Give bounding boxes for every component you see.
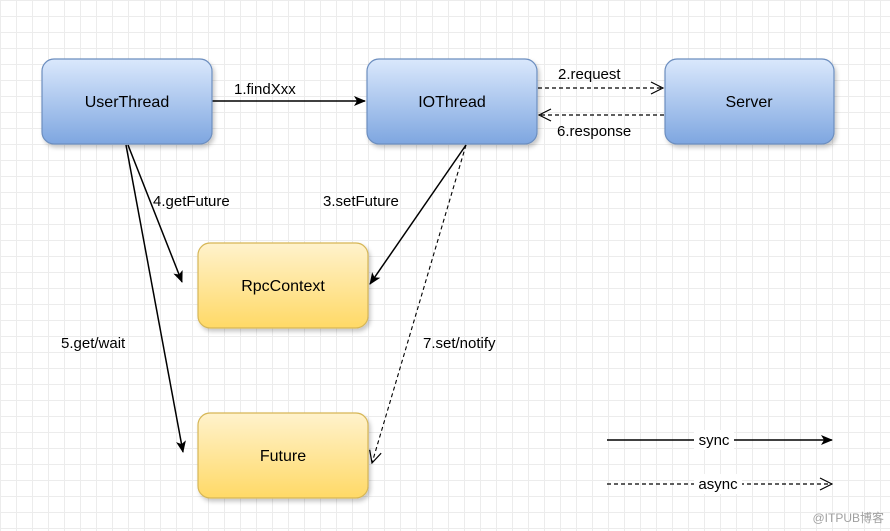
future-label: Future xyxy=(260,448,306,465)
legend-async-label: async xyxy=(698,476,738,493)
legend: sync async xyxy=(607,430,833,494)
io-thread-label: IOThread xyxy=(418,94,486,111)
edge-labels: 1.findXxx 2.request 6.response 3.setFutu… xyxy=(61,66,631,352)
edge-get-wait-label: 5.get/wait xyxy=(61,335,126,352)
server-label: Server xyxy=(725,94,773,111)
edge-set-notify-label: 7.set/notify xyxy=(423,335,496,352)
edge-set-notify-arrow xyxy=(372,144,467,463)
rpc-context-label: RpcContext xyxy=(241,278,325,295)
edge-get-wait-arrow xyxy=(125,144,186,453)
edge-set-future-label: 3.setFuture xyxy=(323,193,399,210)
watermark-text: @ITPUB博客 xyxy=(812,510,884,525)
future-node: Future xyxy=(197,412,369,499)
io-thread-node: IOThread xyxy=(366,58,538,145)
user-thread-label: UserThread xyxy=(85,94,169,111)
edge-find-label: 1.findXxx xyxy=(234,81,296,98)
edge-request-label: 2.request xyxy=(558,66,621,83)
user-thread-node: UserThread xyxy=(41,58,213,145)
legend-sync-label: sync xyxy=(699,432,730,449)
edges xyxy=(125,88,664,463)
server-node: Server xyxy=(664,58,835,145)
edge-get-future-label: 4.getFuture xyxy=(153,193,230,210)
edge-response-label: 6.response xyxy=(557,123,631,140)
edge-get-future-arrow xyxy=(127,144,183,283)
rpc-context-node: RpcContext xyxy=(197,242,369,329)
edge-set-future-arrow xyxy=(369,144,467,285)
